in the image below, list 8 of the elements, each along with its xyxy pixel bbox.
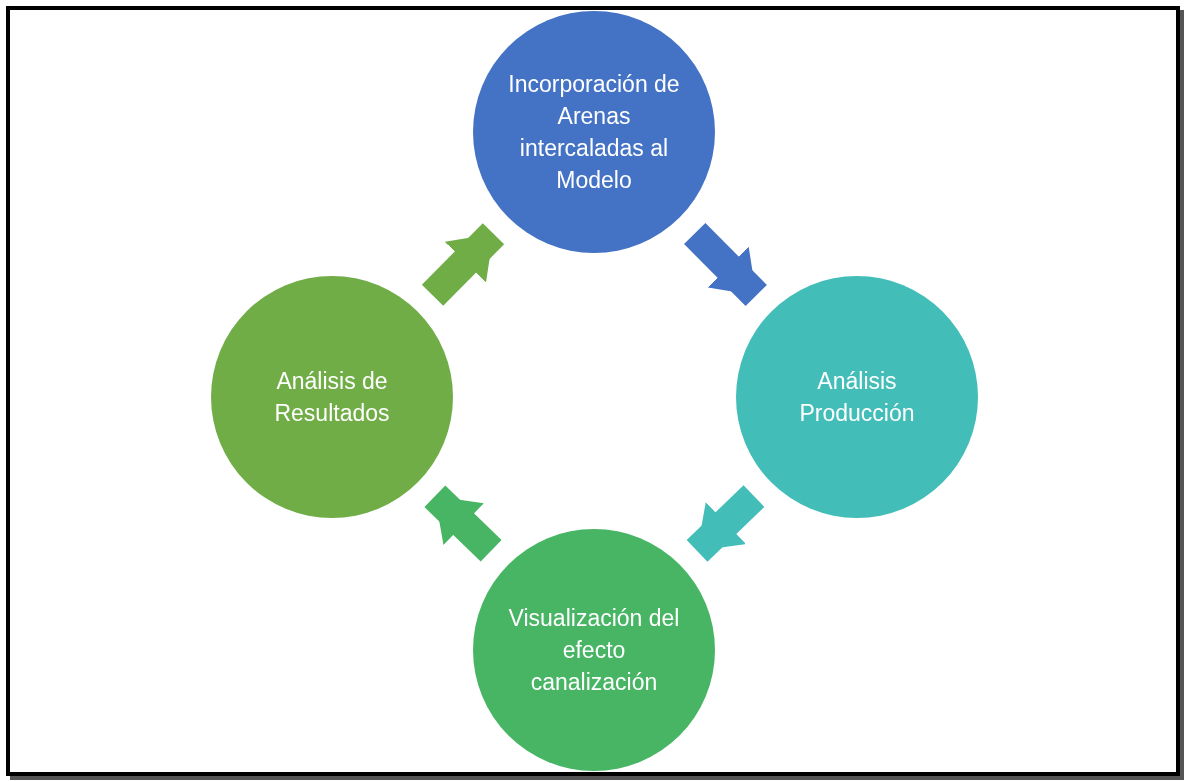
block-arrow xyxy=(424,485,502,562)
step-label: Análisis Producción xyxy=(798,367,916,428)
block-arrow xyxy=(686,485,765,562)
block-arrow xyxy=(684,222,767,307)
block-arrow xyxy=(421,223,505,306)
step-label: Análisis de Resultados xyxy=(273,367,391,428)
step-label: Visualización del efecto canalización xyxy=(507,604,681,697)
step-label: Incorporación de Arenas intercaladas al Modelo xyxy=(507,70,681,195)
